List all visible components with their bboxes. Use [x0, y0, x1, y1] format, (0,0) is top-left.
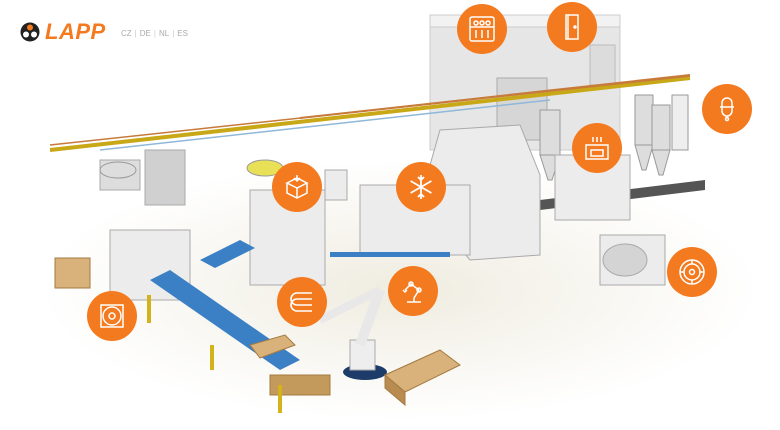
robot-arm-icon — [402, 281, 422, 303]
lang-es[interactable]: ES — [177, 29, 188, 38]
logo-text: LAPP — [45, 19, 106, 44]
hotspot-freezing[interactable] — [396, 162, 446, 212]
logo-cable-icon — [20, 22, 40, 42]
machines — [99, 124, 666, 301]
hotspot-control-panel[interactable] — [457, 4, 507, 54]
cable-chain-icon — [290, 292, 312, 312]
wheel-icon — [679, 259, 705, 285]
hotspot-cable-drum[interactable] — [87, 291, 137, 341]
control-panel-icon — [469, 16, 495, 42]
hotspot-cable-chain[interactable] — [277, 277, 327, 327]
silos — [539, 94, 689, 181]
mixers — [99, 159, 284, 179]
hotspot-cabinet[interactable] — [547, 2, 597, 52]
cable-drum-icon — [100, 304, 124, 328]
yellow-pipe — [49, 76, 691, 152]
separator: | — [153, 29, 156, 38]
separator: | — [172, 29, 175, 38]
sensor-icon — [720, 97, 734, 122]
pallets — [54, 257, 461, 407]
hotspot-robotics[interactable] — [388, 266, 438, 316]
separator: | — [134, 29, 137, 38]
lang-cz[interactable]: CZ — [121, 29, 132, 38]
hotspot-oven[interactable] — [572, 123, 622, 173]
hotspot-sensor[interactable] — [702, 84, 752, 134]
lang-nl[interactable]: NL — [158, 29, 170, 38]
bollards — [147, 295, 282, 413]
hotspot-wheel[interactable] — [667, 247, 717, 297]
box-icon — [285, 175, 309, 199]
oven-icon — [585, 137, 609, 160]
hotspot-packaging[interactable] — [272, 162, 322, 212]
lapp-logo[interactable]: LAPP — [20, 19, 106, 45]
cabinet-icon — [565, 14, 579, 40]
language-switcher: CZ| DE| NL| ES — [121, 29, 188, 38]
lang-de[interactable]: DE — [139, 29, 151, 38]
snowflake-icon — [410, 175, 432, 199]
robot — [318, 286, 387, 380]
